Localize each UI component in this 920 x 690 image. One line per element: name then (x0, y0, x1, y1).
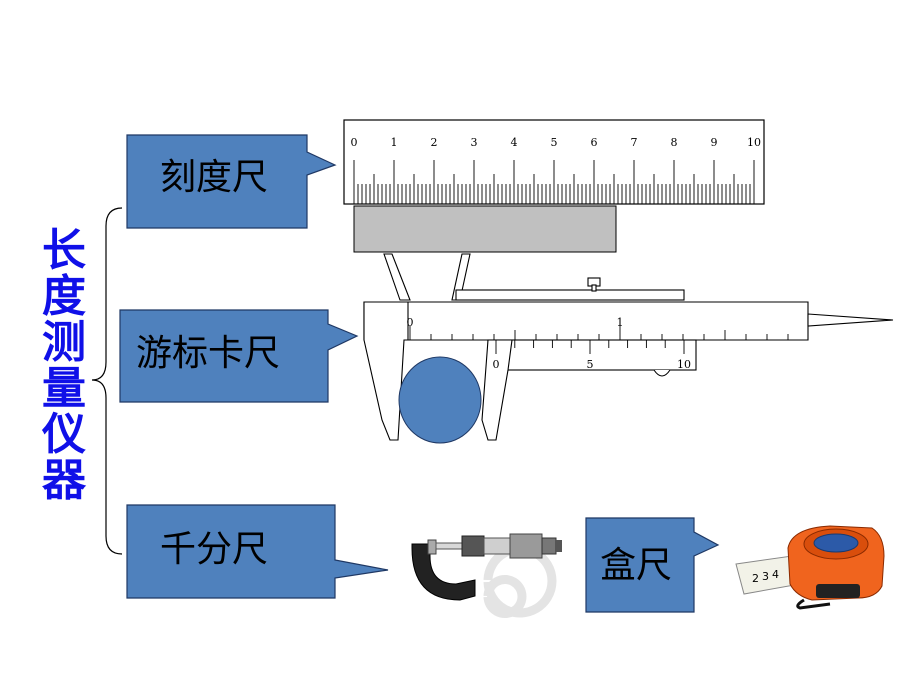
ruler-tick-label: 9 (711, 136, 718, 149)
caliper-vernier-label: 0 (493, 358, 500, 371)
vertical-title: 长 度 测 量 仪 器 (38, 228, 90, 504)
watermark-logo (483, 544, 557, 618)
vernier-caliper (363, 253, 894, 441)
callout-label-tape: 盒尺 (600, 545, 673, 586)
caliper-main-label: 1 (617, 316, 624, 329)
callout-label-vernier: 游标卡尺 (136, 333, 281, 374)
callout-box-micrometer (126, 504, 389, 599)
tape-number: 3 (762, 570, 769, 583)
caliper-vernier-ticks (495, 340, 685, 354)
ruler: 0 1 2 3 4 5 6 7 8 9 10 (343, 119, 765, 205)
caliper-vernier-label: 10 (677, 358, 691, 371)
tape-number: 2 (752, 572, 759, 585)
ruler-tick-label: 3 (471, 136, 478, 149)
tape-number: 4 (772, 568, 779, 581)
ruler-tick-label: 0 (351, 136, 358, 149)
title-char: 量 (42, 363, 86, 414)
caliper-main-ticks (409, 326, 789, 340)
callout-box-ruler (126, 134, 337, 229)
gray-block (353, 205, 617, 253)
caliper-main-label: 0 (407, 316, 414, 329)
callout-label-micrometer: 千分尺 (160, 529, 269, 570)
ruler-tick-label: 5 (551, 136, 558, 149)
ruler-tick-label: 7 (631, 136, 638, 149)
title-char: 仪 (42, 409, 86, 460)
ruler-tick-label: 4 (511, 136, 518, 149)
ruler-tick-label: 1 (391, 136, 398, 149)
callout-label-ruler: 刻度尺 (160, 157, 269, 198)
micrometer-image (411, 533, 562, 601)
title-char: 测 (42, 317, 86, 368)
ruler-labels: 0 1 2 3 4 5 6 7 8 9 10 (351, 136, 762, 149)
ruler-tick-label: 8 (671, 136, 678, 149)
title-char: 度 (42, 271, 86, 322)
caliper-vernier-labels: 0 5 10 (493, 358, 692, 371)
title-char: 长 (42, 225, 86, 276)
caliper-vernier-label: 5 (587, 358, 594, 371)
ruler-tick-label: 10 (747, 136, 761, 149)
ruler-tick-label: 2 (431, 136, 438, 149)
tape-measure-image: 2 3 4 (735, 525, 885, 610)
measured-object (398, 356, 482, 444)
callout-box-vernier (119, 309, 359, 403)
ruler-tick-label: 6 (591, 136, 598, 149)
callout-box-tape (585, 517, 720, 613)
title-char: 器 (42, 455, 86, 506)
curly-brace (91, 207, 123, 555)
ruler-ticks (353, 160, 755, 204)
